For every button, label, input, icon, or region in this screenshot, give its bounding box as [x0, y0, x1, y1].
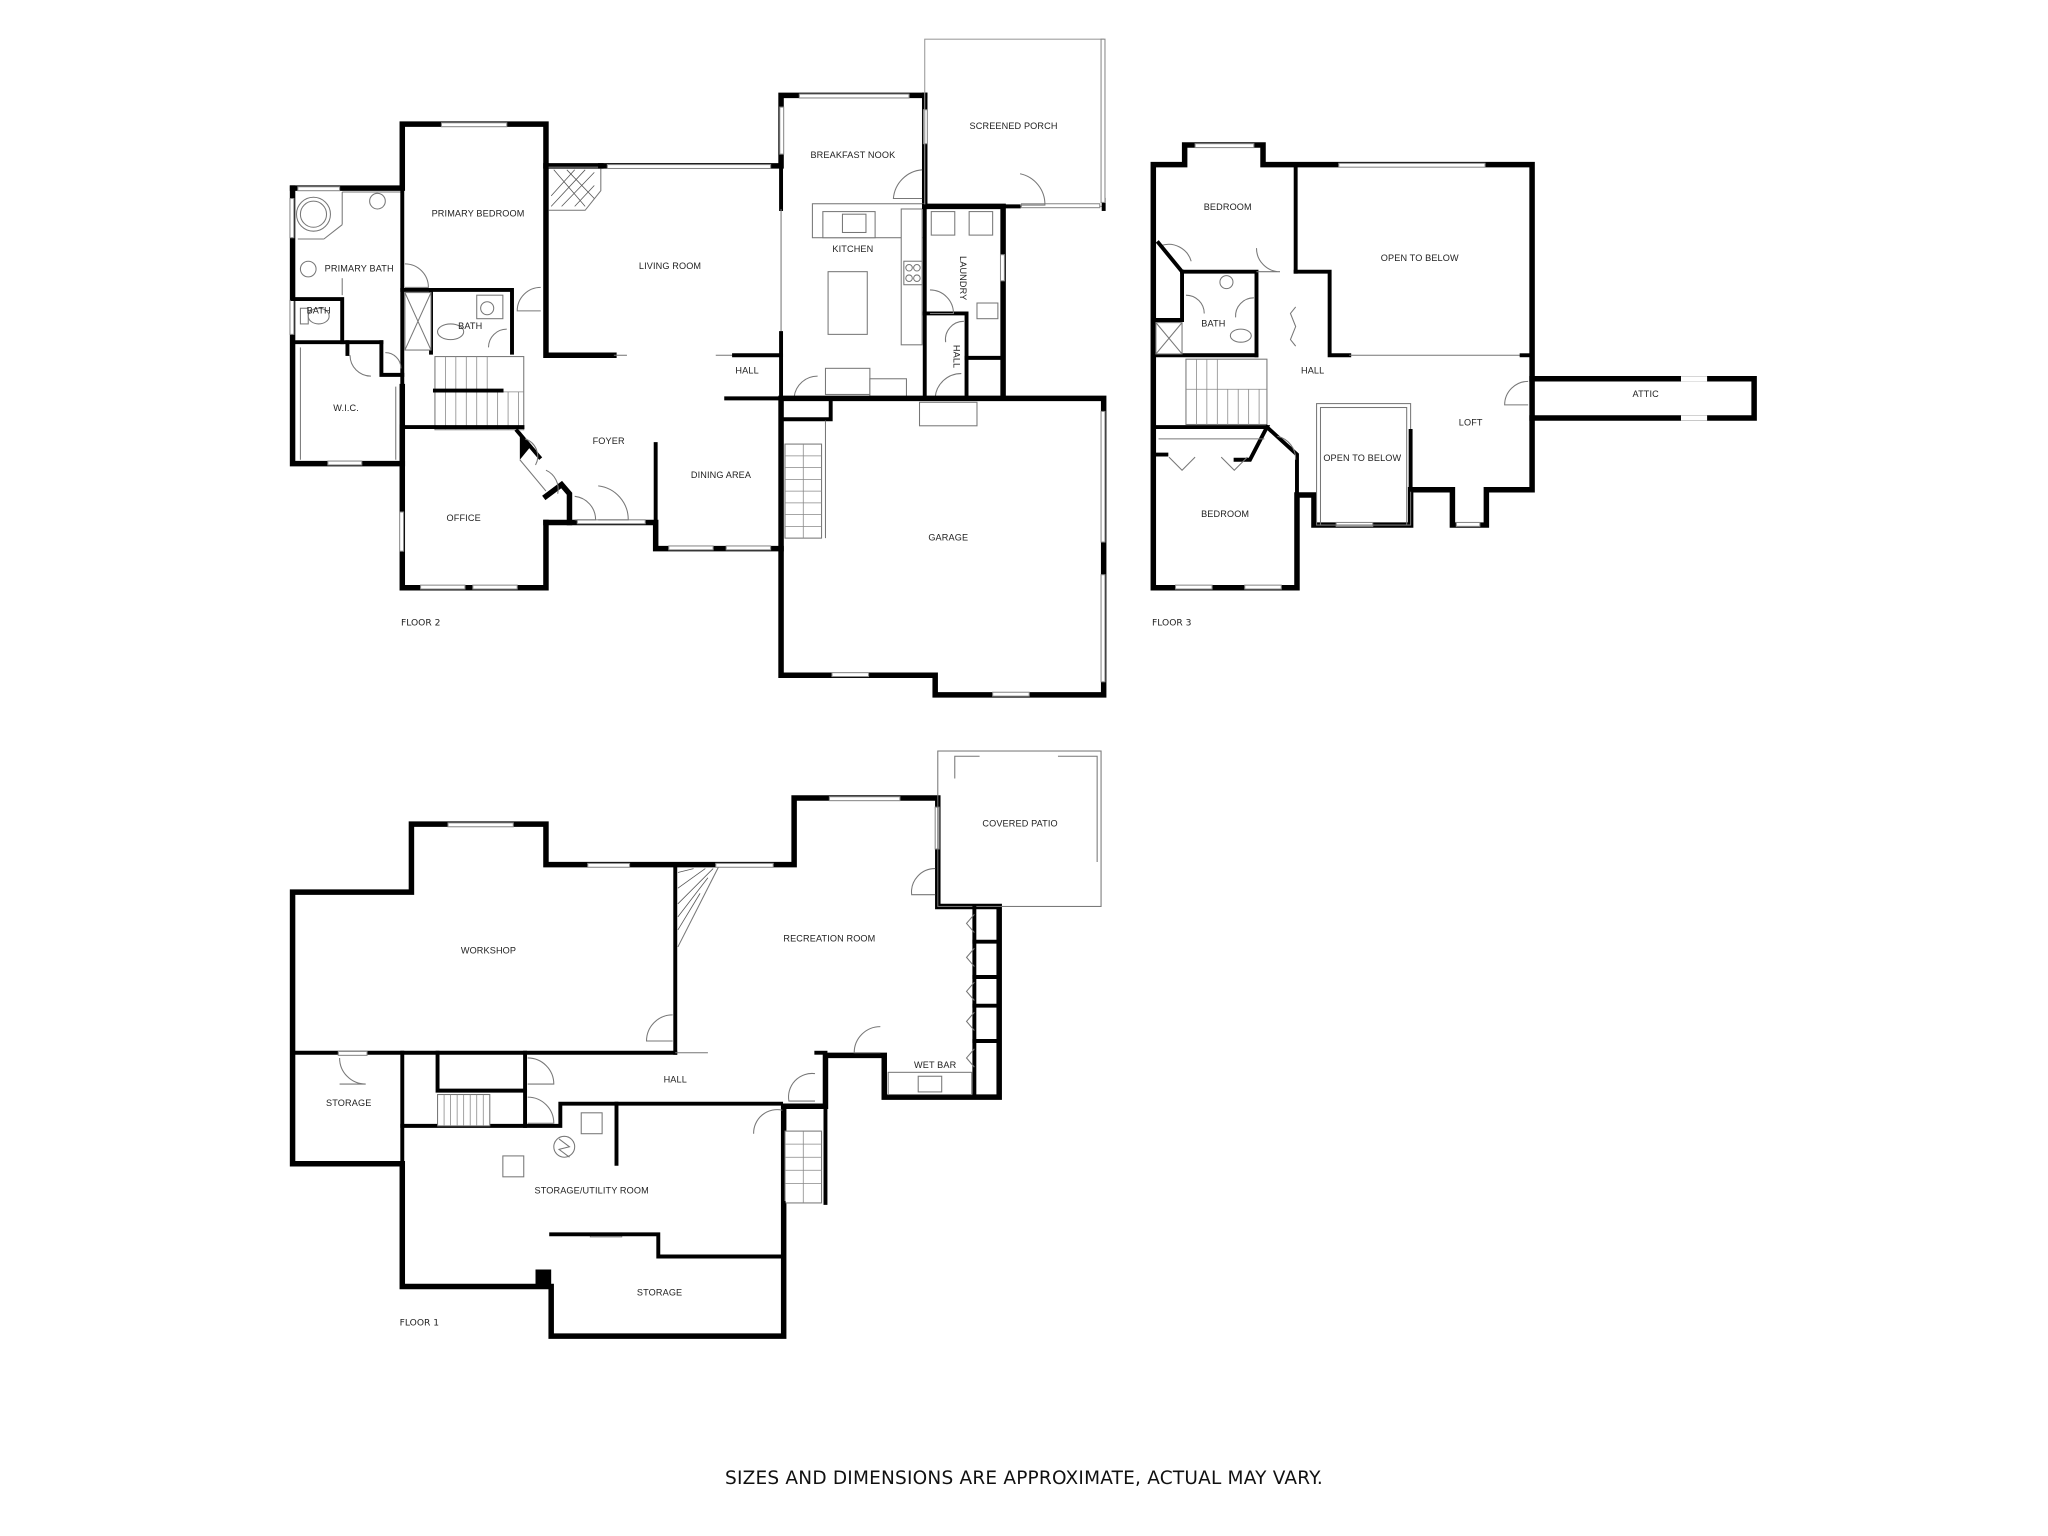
room-label-dining-area: DINING AREA — [691, 470, 752, 480]
room-label-kitchen: KITCHEN — [832, 244, 873, 254]
floor-title: FLOOR 3 — [1152, 619, 1192, 629]
room-label-recreation-room: RECREATION ROOM — [783, 934, 875, 944]
room-label-laundry: LAUNDRY — [958, 256, 968, 300]
room-label-primary-bath: PRIMARY BATH — [325, 263, 394, 273]
room-label-open-to-below: OPEN TO BELOW — [1323, 453, 1401, 463]
floor-2-plan — [289, 38, 1107, 698]
room-label-storage-utility-room: STORAGE/UTILITY ROOM — [535, 1186, 649, 1196]
room-label-office: OFFICE — [447, 513, 481, 523]
room-label-storage: STORAGE — [637, 1287, 682, 1297]
room-label-attic: ATTIC — [1633, 389, 1660, 399]
room-label-bedroom: BEDROOM — [1201, 509, 1249, 519]
disclaimer-text: SIZES AND DIMENSIONS ARE APPROXIMATE, AC… — [725, 1468, 1323, 1489]
room-label-hall: HALL — [1301, 365, 1324, 375]
room-label-open-to-below: OPEN TO BELOW — [1381, 253, 1459, 263]
room-label-wet-bar: WET BAR — [914, 1060, 957, 1070]
floor-3-plan — [1150, 142, 1757, 591]
room-label-bedroom: BEDROOM — [1204, 202, 1252, 212]
floor-3-labels: BEDROOM BATH OPEN TO BELOW HALL LOFT OPE… — [1152, 202, 1659, 628]
room-label-hall: HALL — [735, 365, 758, 375]
floor-1-labels: WORKSHOP RECREATION ROOM COVERED PATIO W… — [326, 819, 1058, 1329]
room-label-hall: HALL — [664, 1075, 687, 1085]
floor-title: FLOOR 2 — [401, 619, 440, 629]
stairs-floor2 — [434, 356, 525, 431]
room-label-storage: STORAGE — [326, 1098, 371, 1108]
room-label-hall: HALL — [952, 345, 962, 368]
room-label-bath: BATH — [458, 321, 482, 331]
room-label-primary-bedroom: PRIMARY BEDROOM — [432, 209, 525, 219]
room-label-bath: BATH — [1201, 318, 1225, 328]
floor-2-labels: PRIMARY BEDROOM PRIMARY BATH BATH BATH W… — [307, 121, 1058, 628]
room-label-workshop: WORKSHOP — [461, 945, 516, 955]
room-label-loft: LOFT — [1459, 418, 1483, 428]
room-label-covered-patio: COVERED PATIO — [982, 819, 1057, 829]
floor-1-plan — [289, 750, 1102, 1339]
room-label-wic: W.I.C. — [333, 403, 359, 413]
room-label-living-room: LIVING ROOM — [639, 261, 701, 271]
floor-title: FLOOR 1 — [400, 1319, 439, 1329]
room-label-screened-porch: SCREENED PORCH — [970, 121, 1058, 131]
room-label-bath: BATH — [307, 305, 331, 315]
room-label-foyer: FOYER — [593, 436, 625, 446]
room-label-garage: GARAGE — [928, 533, 968, 543]
room-label-breakfast-nook: BREAKFAST NOOK — [810, 150, 895, 160]
